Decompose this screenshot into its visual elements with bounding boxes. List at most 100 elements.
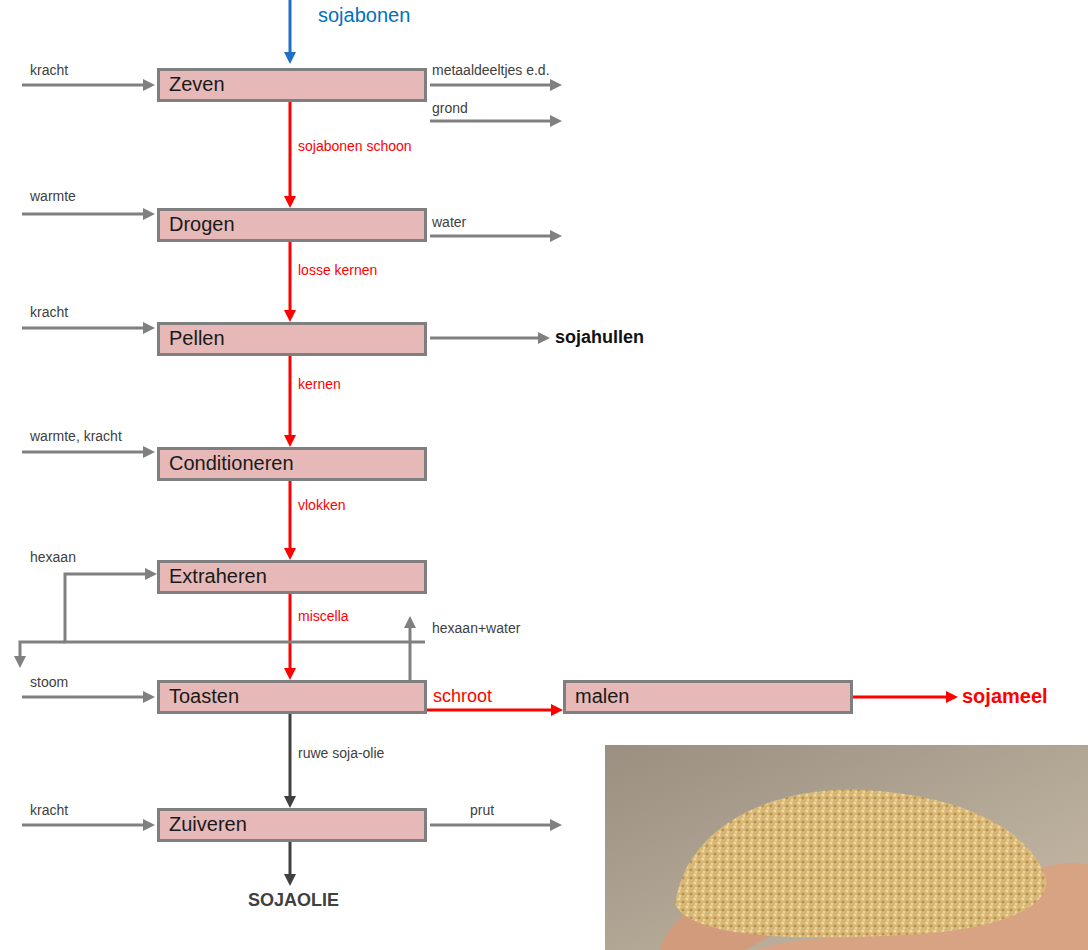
flow-arrow	[430, 115, 562, 127]
arrow-line	[427, 709, 553, 712]
process-box: Extraheren	[157, 560, 427, 594]
arrow-head	[143, 208, 155, 220]
arrow-head	[143, 691, 155, 703]
arrow-head	[284, 874, 296, 886]
process-box: Drogen	[157, 208, 427, 242]
arrow-head	[284, 435, 296, 447]
flow-label: kracht	[30, 62, 68, 78]
arrow-head	[284, 796, 296, 808]
flow-label: hexaan+water	[432, 620, 520, 636]
process-box: Zeven	[157, 68, 427, 102]
box-text: Toasten	[160, 683, 248, 709]
connector	[284, 102, 296, 208]
process-box: Pellen	[157, 322, 427, 356]
process-box: malen	[563, 680, 853, 714]
arrow-head	[284, 668, 296, 680]
arrow-head	[145, 568, 157, 580]
edge-label: kernen	[298, 376, 341, 392]
flow-label: grond	[432, 100, 468, 116]
flow-arrow	[284, 840, 296, 886]
flow-label: SOJAOLIE	[248, 890, 339, 911]
arrow-line	[289, 594, 292, 670]
photo-ground	[605, 745, 1088, 950]
flow-label: water	[432, 214, 466, 230]
arrow-line	[430, 84, 552, 87]
flow-arrow	[430, 332, 550, 344]
connector	[284, 356, 296, 447]
arrow-head	[550, 79, 562, 91]
edge-label: losse kernen	[298, 262, 377, 278]
flow-label: kracht	[30, 802, 68, 818]
flow-arrow	[430, 819, 562, 831]
flow-label: prut	[470, 802, 494, 818]
edge-label: vlokken	[298, 497, 345, 513]
flow-arrow	[22, 79, 155, 91]
arrow-head	[284, 310, 296, 322]
flow-label: warmte, kracht	[30, 428, 122, 444]
flow-arrow	[22, 446, 155, 458]
arrow-head	[284, 548, 296, 560]
flow-arrow	[22, 322, 155, 334]
connector	[284, 714, 296, 808]
arrow-line	[430, 235, 552, 238]
arrow-line	[289, 840, 292, 876]
edge-label: ruwe soja-olie	[298, 745, 384, 761]
arrow-line	[430, 120, 552, 123]
process-box: Toasten	[157, 680, 427, 714]
arrow-line	[289, 714, 292, 798]
box-text: Conditioneren	[160, 450, 303, 476]
flow-label: sojahullen	[555, 327, 644, 348]
arrow-line	[22, 327, 145, 330]
arrow-head	[143, 819, 155, 831]
arrow-line	[22, 824, 145, 827]
arrow-head	[143, 322, 155, 334]
arrow-line	[289, 102, 292, 198]
connector	[284, 242, 296, 322]
arrow-line	[22, 451, 145, 454]
arrow-head	[404, 616, 416, 628]
flow-label: sojameel	[962, 685, 1048, 708]
arrow-line	[20, 642, 65, 658]
flow-arrow	[404, 616, 416, 642]
flow-arrow	[14, 642, 65, 668]
edge-label: sojabonen schoon	[298, 138, 412, 154]
flow-arrow	[22, 208, 155, 220]
arrow-head	[14, 656, 26, 668]
arrow-line	[289, 356, 292, 437]
box-text: Pellen	[160, 325, 234, 351]
connector	[284, 594, 296, 680]
arrow-head	[284, 52, 296, 64]
arrow-line	[853, 696, 948, 699]
arrow-head	[538, 332, 550, 344]
arrow-line	[430, 824, 552, 827]
arrow-line	[409, 626, 412, 642]
arrow-line	[22, 696, 145, 699]
arrow-head	[550, 230, 562, 242]
soy-meal-pile	[675, 790, 1046, 938]
flow-label: stoom	[30, 674, 68, 690]
arrow-line	[22, 84, 145, 87]
flow-arrow	[430, 79, 562, 91]
flow-label: hexaan	[30, 549, 76, 565]
arrow-line	[289, 0, 292, 54]
arrow-head	[550, 115, 562, 127]
arrow-head	[143, 79, 155, 91]
box-text: Zeven	[160, 71, 234, 97]
arrow-line	[430, 337, 540, 340]
flow-label: kracht	[30, 304, 68, 320]
process-box: Zuiveren	[157, 808, 427, 842]
arrow-line	[289, 242, 292, 312]
soy-meal-photo	[605, 745, 1088, 950]
box-text: Zuiveren	[160, 811, 256, 837]
box-text: Drogen	[160, 211, 244, 237]
arrow-head	[143, 446, 155, 458]
arrow-head	[946, 691, 958, 703]
flow-label: sojabonen	[318, 4, 410, 27]
flow-label: warmte	[30, 188, 76, 204]
flow-line	[410, 641, 425, 644]
arrow-head	[551, 704, 563, 716]
arrow-head	[550, 819, 562, 831]
box-text: malen	[566, 683, 638, 709]
flow-arrow	[284, 0, 296, 64]
edge-label: schroot	[433, 686, 492, 707]
